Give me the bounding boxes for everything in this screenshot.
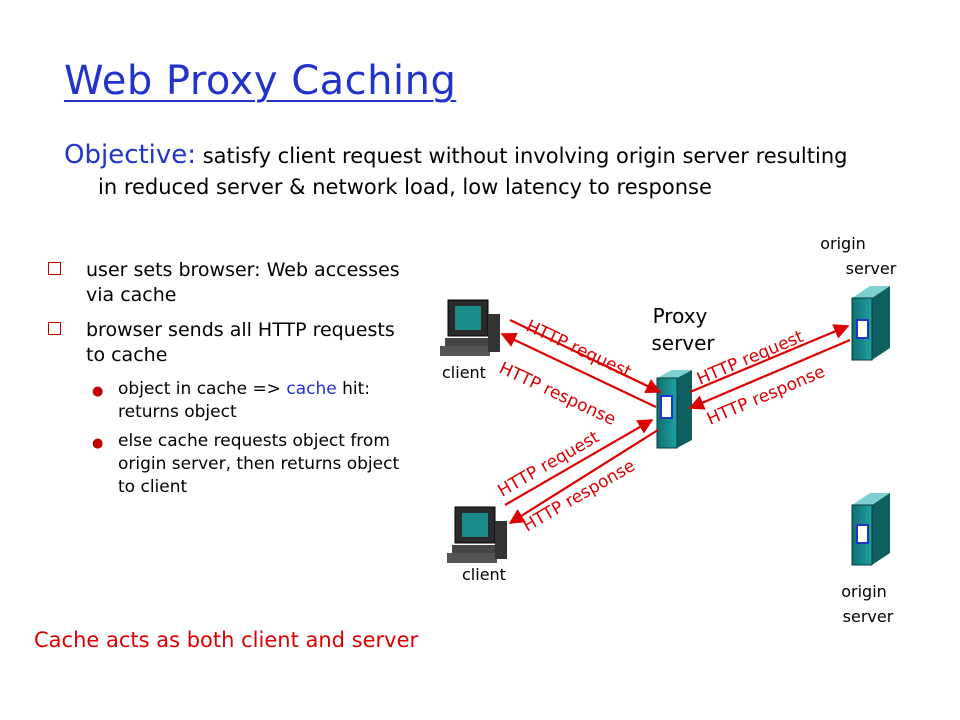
request-arrow bbox=[509, 319, 662, 393]
bullet-list: user sets browser: Web accesses via cach… bbox=[48, 258, 408, 505]
origin-server-icon bbox=[851, 286, 890, 361]
bullet-item: browser sends all HTTP requests to cache bbox=[48, 318, 408, 368]
subbullet-item: ● object in cache => cache hit: returns … bbox=[48, 378, 408, 424]
subbullet-marker-icon: ● bbox=[92, 384, 104, 399]
origin-label: server bbox=[843, 607, 894, 626]
subbullet-text: object in cache => bbox=[118, 379, 287, 399]
objective-body: satisfy client request without involving… bbox=[98, 144, 848, 199]
client-computer-icon bbox=[447, 506, 507, 563]
subbullet-text: else cache requests object from origin s… bbox=[118, 431, 400, 497]
proxy-server-icon bbox=[656, 370, 692, 449]
bullet-marker-icon bbox=[48, 262, 61, 275]
subbullet-item: ● else cache requests object from origin… bbox=[48, 430, 408, 499]
response-arrow bbox=[688, 338, 851, 410]
bullet-text: user sets browser: Web accesses via cach… bbox=[86, 259, 400, 306]
origin-label: origin bbox=[820, 234, 866, 253]
objective-lead: Objective: bbox=[64, 140, 197, 170]
client-label: client bbox=[442, 363, 486, 382]
origin-label: server bbox=[846, 259, 897, 278]
bullet-text: browser sends all HTTP requests to cache bbox=[86, 319, 395, 366]
origin-server-icon bbox=[851, 493, 890, 566]
request-arrow bbox=[689, 324, 850, 394]
proxy-label: server bbox=[651, 331, 715, 355]
subbullet-highlight: cache bbox=[286, 379, 337, 399]
http-request-label: HTTP request bbox=[523, 316, 635, 382]
bullet-item: user sets browser: Web accesses via cach… bbox=[48, 258, 408, 308]
proxy-label: Proxy bbox=[653, 304, 708, 328]
client-computer-icon bbox=[440, 299, 500, 356]
footer-note: Cache acts as both client and server bbox=[34, 628, 419, 652]
bullet-marker-icon bbox=[48, 322, 61, 335]
response-arrow bbox=[500, 332, 657, 408]
page-title: Web Proxy Caching bbox=[64, 58, 457, 104]
subbullet-text: hit: returns object bbox=[118, 379, 370, 422]
response-arrow bbox=[508, 429, 659, 524]
client-label: client bbox=[462, 565, 506, 584]
request-arrow bbox=[504, 419, 654, 506]
objective-text: Objective: satisfy client request withou… bbox=[64, 140, 858, 203]
subbullet-marker-icon: ● bbox=[92, 436, 104, 451]
origin-label: origin bbox=[841, 582, 887, 601]
